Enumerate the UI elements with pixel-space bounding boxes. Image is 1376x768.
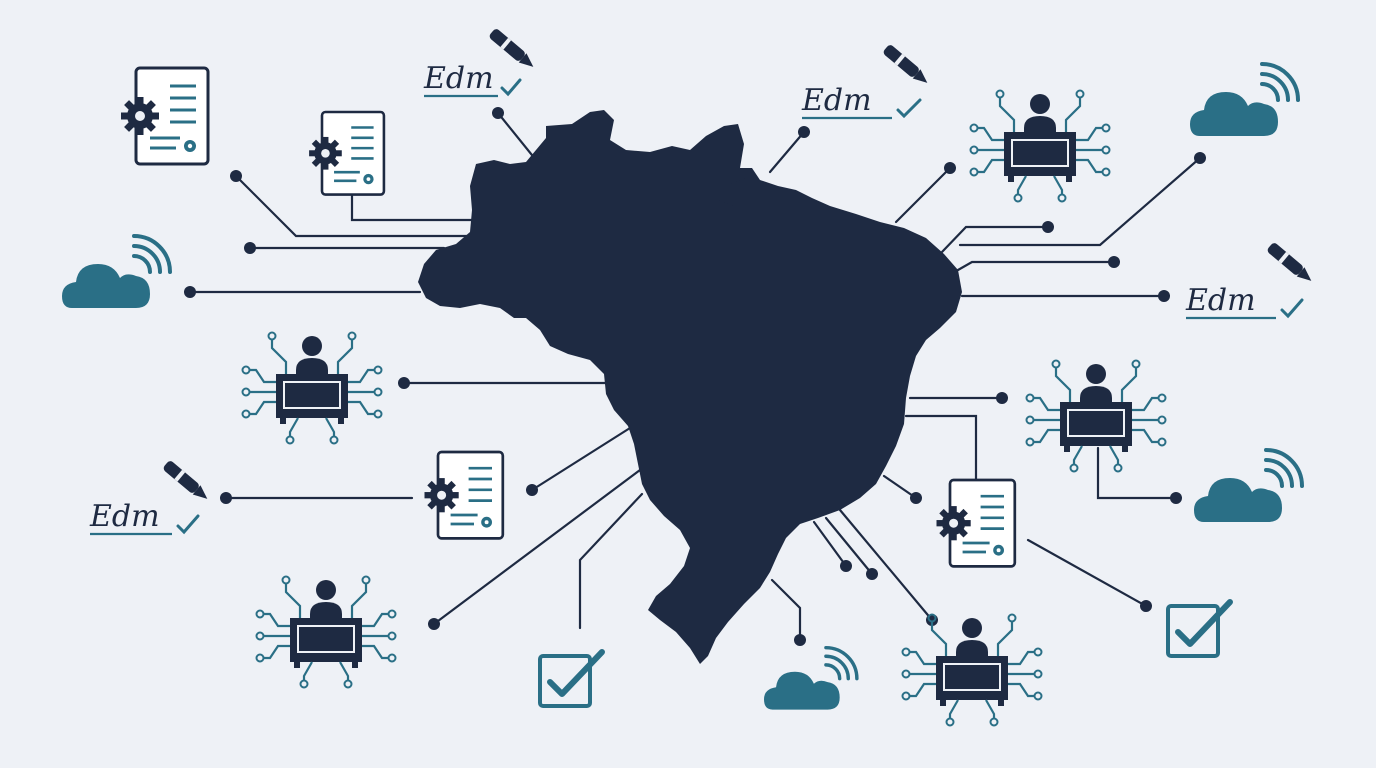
node-dot (798, 126, 810, 138)
node-dot (492, 107, 504, 119)
connector (956, 260, 1116, 272)
signature-text: Edm (1185, 283, 1256, 318)
document-gear-icon (423, 450, 505, 540)
connector (940, 225, 1050, 254)
node-dot (1140, 600, 1152, 612)
connector (770, 578, 802, 642)
node-dot (1158, 290, 1170, 302)
official-circuit-icon (969, 89, 1111, 203)
connection-lines (188, 111, 1202, 642)
connector (894, 166, 952, 224)
signature-text: Edm (801, 83, 872, 118)
connector (350, 194, 476, 222)
checkbox-icon (540, 652, 602, 706)
connection-dots (184, 107, 1206, 646)
document-gear-icon (935, 478, 1017, 568)
map-island (718, 178, 754, 206)
node-dot (244, 242, 256, 254)
node-dot (220, 492, 232, 504)
node-dot (526, 484, 538, 496)
signature-text: Edm (423, 61, 494, 96)
node-dot (398, 377, 410, 389)
cloud-signal-icon (1188, 62, 1300, 138)
node-dot (1108, 256, 1120, 268)
signature-pen-icon: Edm (423, 27, 538, 98)
node-dot (1170, 492, 1182, 504)
connector (1026, 538, 1148, 608)
node-dot (184, 286, 196, 298)
node-dot (428, 618, 440, 630)
signature-text: Edm (89, 499, 160, 534)
connector (882, 474, 918, 500)
connector (432, 468, 642, 626)
checkbox-icon (1168, 602, 1230, 656)
node-dot (996, 392, 1008, 404)
node-dot (1194, 152, 1206, 164)
node-dot (1042, 221, 1054, 233)
signature-pen-icon: Edm (1185, 241, 1316, 320)
signature-pen-icon: Edm (801, 43, 932, 120)
node-dot (910, 492, 922, 504)
signature-pen-icon: Edm (89, 459, 212, 536)
official-circuit-icon (901, 613, 1043, 727)
cloud-signal-icon (60, 234, 172, 310)
official-circuit-icon (255, 575, 397, 689)
connector (234, 174, 480, 238)
document-gear-icon (307, 110, 386, 196)
node-dot (794, 634, 806, 646)
connector (824, 516, 874, 576)
official-circuit-icon (1025, 359, 1167, 473)
connector (1096, 446, 1178, 500)
connector (530, 426, 632, 492)
connector (958, 156, 1202, 247)
official-circuit-icon (241, 331, 383, 445)
brazil-map (418, 110, 962, 664)
document-gear-icon (119, 66, 210, 166)
connector (812, 520, 848, 568)
node-dot (230, 170, 242, 182)
cloud-signal-icon (762, 645, 859, 712)
connector (838, 508, 934, 622)
node-dot (840, 560, 852, 572)
node-dot (944, 162, 956, 174)
connector (768, 130, 806, 174)
connector (904, 414, 978, 484)
node-dot (866, 568, 878, 580)
cloud-signal-icon (1192, 448, 1304, 524)
connector (578, 492, 644, 630)
